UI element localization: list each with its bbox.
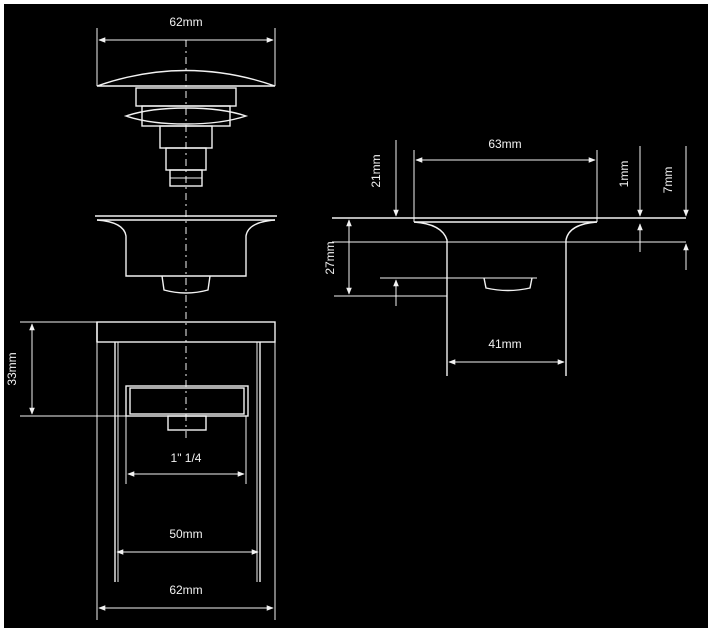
dim-cap-width: 62mm <box>169 15 202 29</box>
dim-flange-thickness: 1mm <box>617 161 631 188</box>
flange-profile <box>332 217 686 376</box>
drawing-background <box>4 4 708 628</box>
left-dimensions: 62mm 33mm 1" 1/4 50mm 62mm <box>5 15 276 620</box>
right-dimensions: 63mm 21mm 1mm 7mm 27mm 41mm <box>323 137 689 365</box>
dim-inner-width: 50mm <box>169 527 202 541</box>
dim-body-width: 41mm <box>488 337 521 351</box>
dim-flange-width: 63mm <box>488 137 521 151</box>
dim-outer-width: 62mm <box>169 583 202 597</box>
drain-housing <box>96 321 276 582</box>
dim-flange-to-top: 21mm <box>369 154 383 187</box>
dim-body-height: 27mm <box>323 241 337 274</box>
dim-top-offset: 7mm <box>661 167 675 194</box>
dim-thread-size: 1" 1/4 <box>171 451 202 465</box>
dim-housing-depth: 33mm <box>5 352 19 385</box>
